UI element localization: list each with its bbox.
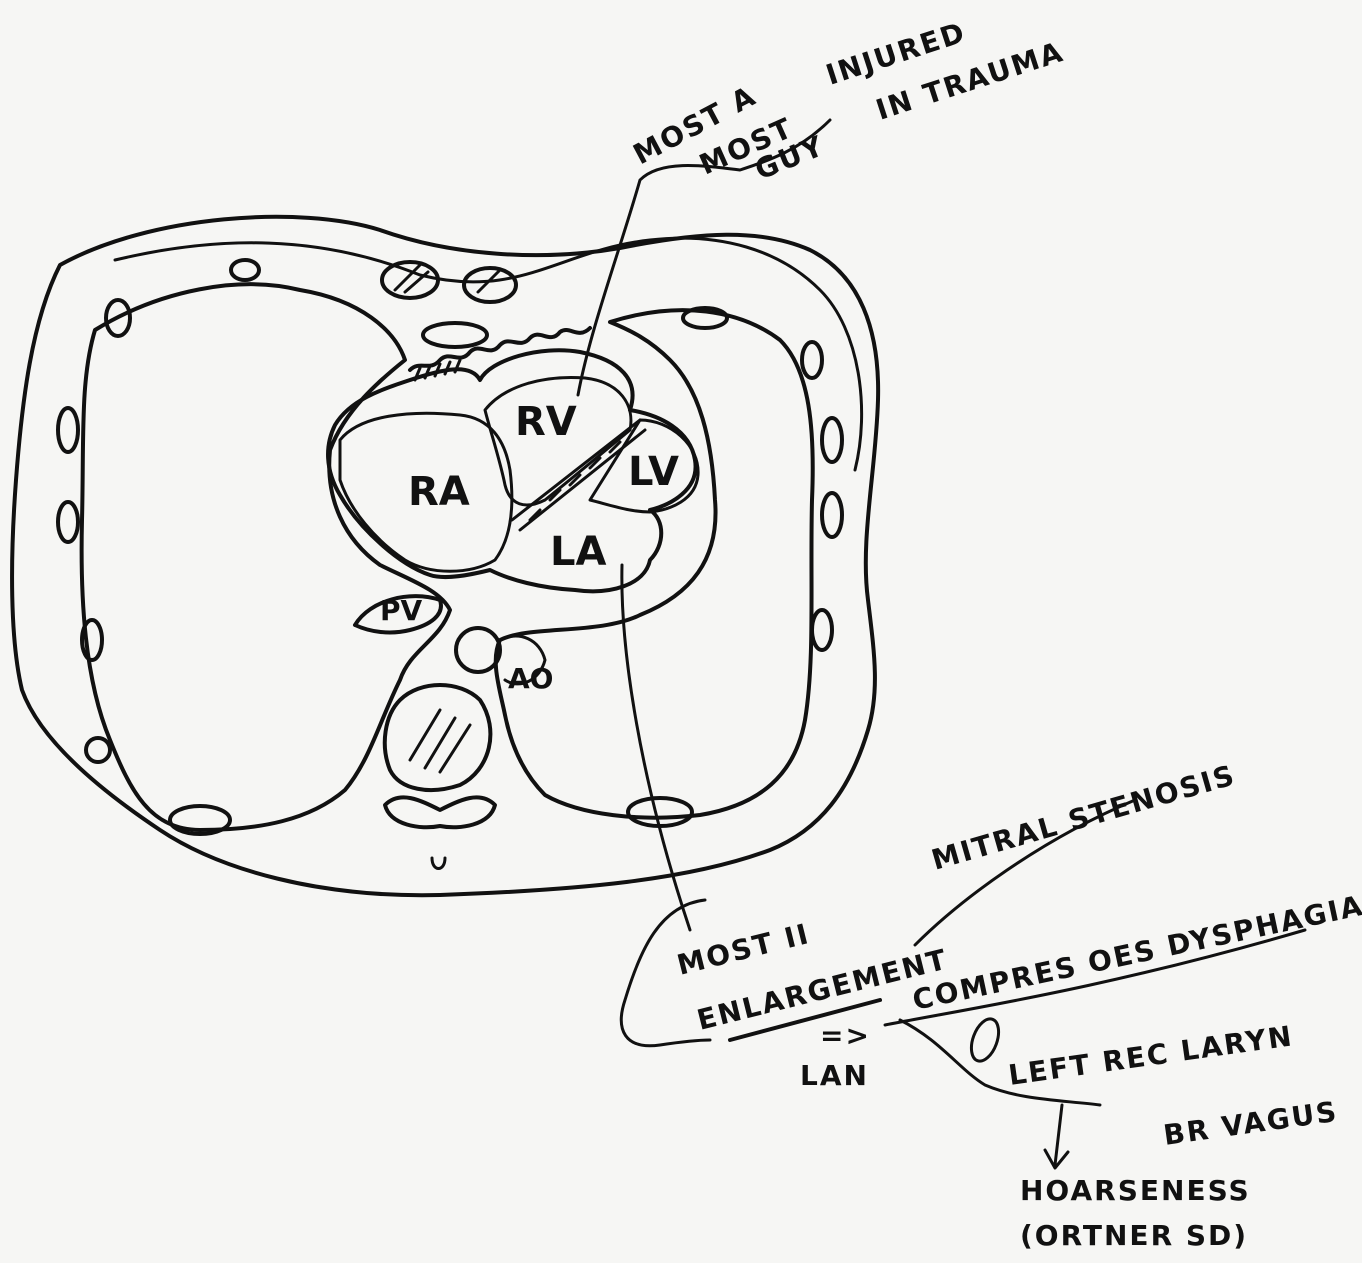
outer-chest-wall bbox=[12, 217, 878, 895]
label-la: LA bbox=[550, 529, 606, 575]
note-la-branch: BR VAGUS bbox=[1161, 1095, 1340, 1152]
rib-6 bbox=[86, 738, 110, 762]
spinal-tip bbox=[432, 858, 445, 869]
rib-13 bbox=[628, 798, 692, 826]
label-ra: RA bbox=[408, 469, 470, 515]
rib-11 bbox=[812, 610, 832, 650]
note-la-result2: (ORTNER SD) bbox=[1020, 1219, 1248, 1252]
rib-1 bbox=[231, 260, 259, 280]
label-ao: AO bbox=[508, 662, 553, 695]
note-la-cause: MITRAL STENOSIS bbox=[928, 758, 1240, 876]
internal-thoracic-vessel-left bbox=[464, 268, 516, 302]
rib-10 bbox=[822, 493, 842, 537]
aorta bbox=[456, 628, 500, 672]
rib-9 bbox=[822, 418, 842, 462]
internal-thoracic-vessel-right bbox=[382, 262, 438, 298]
left-lung-outline bbox=[496, 310, 813, 818]
nerve-loop bbox=[966, 1015, 1004, 1065]
note-la-arrow: => bbox=[820, 1019, 871, 1052]
label-lv: LV bbox=[628, 449, 679, 495]
label-rv: RV bbox=[515, 399, 577, 445]
vertebra-hatch bbox=[410, 710, 470, 772]
vertebral-body bbox=[385, 685, 491, 790]
note-la-effect2: LAN bbox=[800, 1059, 869, 1092]
note-la-nerve: LEFT REC LARYN bbox=[1006, 1019, 1295, 1092]
rib-8 bbox=[802, 342, 822, 378]
note-la-line1: MOST II bbox=[674, 917, 813, 982]
rib-4 bbox=[58, 502, 78, 542]
sternum bbox=[423, 323, 487, 347]
spinous-process bbox=[385, 797, 495, 827]
rib-3 bbox=[58, 408, 78, 452]
hoarseness-arrow bbox=[1045, 1105, 1068, 1168]
note-la-effect1: COMPRES OES DYSPHAGIA bbox=[910, 889, 1362, 1017]
inner-chest-wall-line bbox=[115, 238, 862, 470]
note-la-result1: HOARSENESS bbox=[1020, 1174, 1251, 1207]
label-pv: PV bbox=[380, 594, 423, 627]
